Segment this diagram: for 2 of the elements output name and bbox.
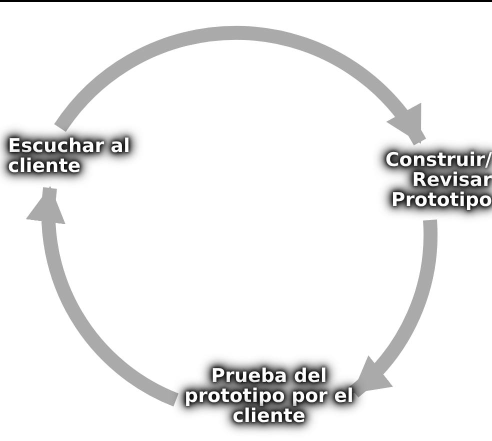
cycle-label: Escuchar al cliente (4, 132, 142, 180)
cycle-label: Construir/ Revisar Prototipo (350, 146, 492, 214)
